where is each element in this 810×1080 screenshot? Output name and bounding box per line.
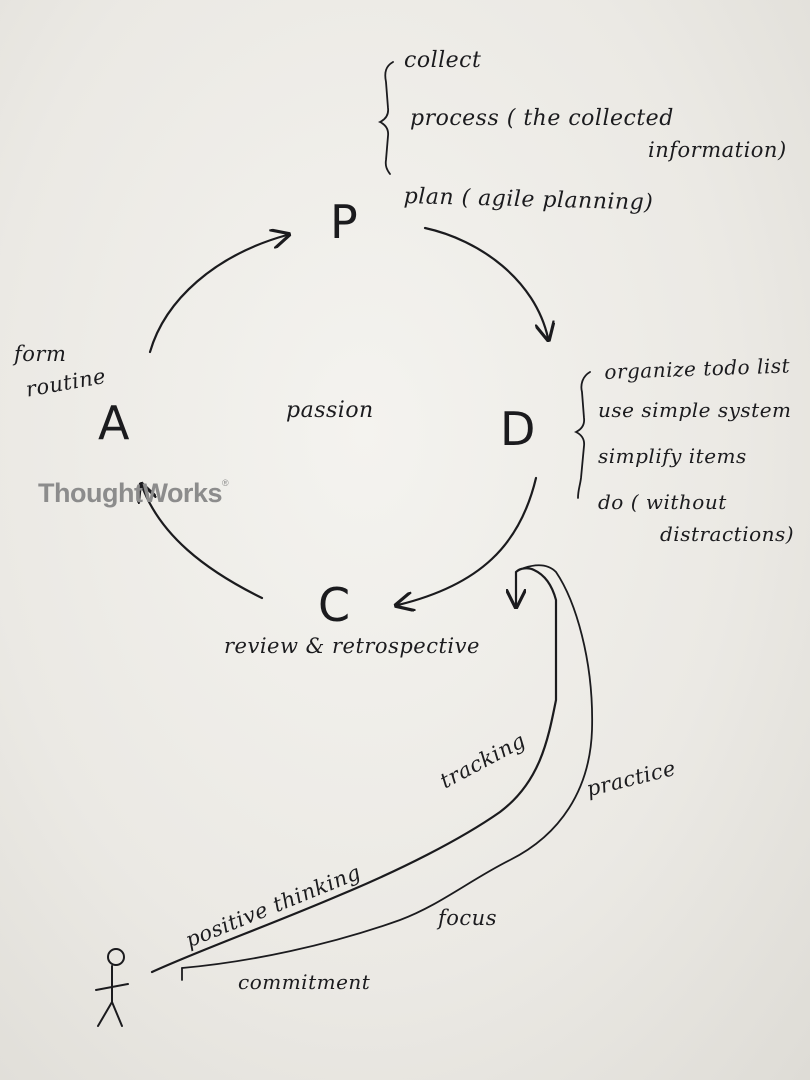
do-notes-brace xyxy=(573,371,591,499)
arrow-plan-to-do xyxy=(423,226,548,338)
stage-act-letter: A xyxy=(98,396,130,450)
check-note: review & retrospective xyxy=(224,634,480,658)
path-lower-line xyxy=(181,564,593,969)
do-note-do-cont: distractions) xyxy=(660,522,795,546)
stage-check-letter: C xyxy=(318,578,351,632)
act-note-form: form xyxy=(14,342,67,366)
plan-note-process: process ( the collected xyxy=(410,106,674,131)
path-label-commitment: commitment xyxy=(238,970,371,994)
thoughtworks-logo: ThoughtWorks® xyxy=(38,478,229,509)
stage-plan-letter: P xyxy=(330,195,359,249)
do-note-do: do ( without xyxy=(598,490,727,514)
plan-notes-brace xyxy=(377,61,394,175)
plan-note-process-cont: information) xyxy=(648,138,787,162)
center-label: passion xyxy=(286,398,374,423)
logo-text: ThoughtWorks xyxy=(38,478,222,508)
arrow-act-to-plan xyxy=(148,235,287,354)
stick-figure xyxy=(95,948,129,1027)
path-label-focus: focus xyxy=(438,906,497,930)
path-upper-line xyxy=(150,567,558,974)
arrow-check-to-act xyxy=(142,486,264,600)
plan-note-collect: collect xyxy=(404,48,482,73)
do-note-simple-system: use simple system xyxy=(598,398,792,422)
do-note-simplify: simplify items xyxy=(598,444,747,468)
stage-do-letter: D xyxy=(500,402,536,456)
arrow-do-to-check xyxy=(398,476,538,605)
logo-registered-mark: ® xyxy=(221,478,229,488)
